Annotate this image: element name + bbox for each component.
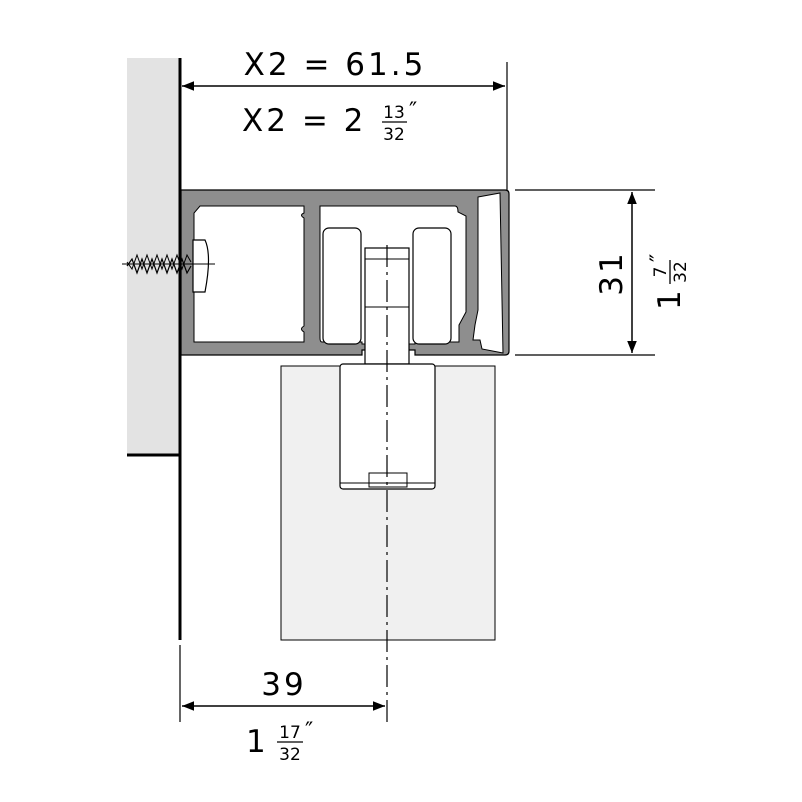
dim-top-mm: X2 = 61.5 bbox=[244, 47, 427, 83]
dim-right-inch-num: 7 bbox=[651, 267, 671, 278]
screw-icon bbox=[122, 239, 215, 293]
dim-bottom-inch-unit: ″ bbox=[305, 719, 313, 744]
dim-right-inch-den: 32 bbox=[671, 261, 691, 283]
dim-top-inch-unit: ″ bbox=[409, 99, 417, 124]
dim-top-inch-num: 13 bbox=[383, 103, 405, 123]
dim-right-inch-whole: 1 bbox=[652, 290, 688, 310]
dim-bottom-inch-den: 32 bbox=[279, 745, 301, 765]
dim-right-inch-unit: ″ bbox=[647, 254, 672, 262]
wall bbox=[127, 58, 180, 455]
wheel-right bbox=[412, 227, 452, 345]
dim-right-mm: 31 bbox=[594, 250, 630, 295]
dim-bottom-inch-num: 17 bbox=[279, 723, 301, 743]
dim-bottom-mm: 39 bbox=[261, 667, 306, 703]
dim-top-inch-den: 32 bbox=[383, 125, 405, 145]
wheel-left bbox=[322, 227, 362, 345]
dim-bottom-inch-whole: 1 bbox=[246, 724, 266, 760]
dim-top-inch-whole: X2 = 2 bbox=[242, 103, 366, 139]
bracket-clip bbox=[368, 472, 408, 488]
